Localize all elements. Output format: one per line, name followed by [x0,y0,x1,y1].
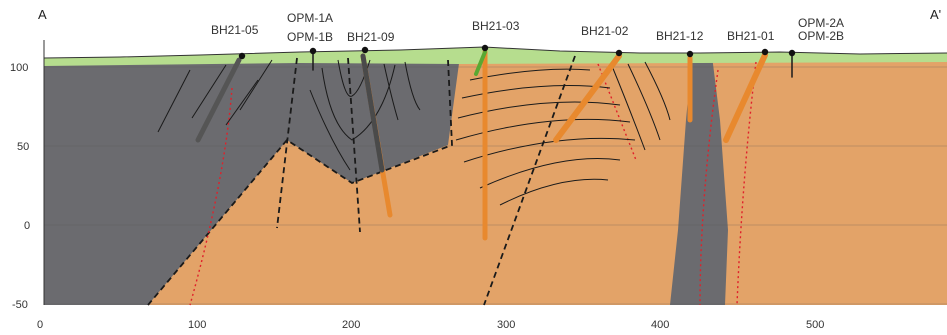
x-tick-label: 200 [342,319,360,331]
dashed-contacts [147,55,576,306]
red-dotted-traces [189,61,757,306]
section-end-label: A' [930,7,941,22]
borehole-label: OPM-1B [287,30,333,44]
borehole-labels: BH21-05 OPM-1A OPM-1B BH21-09 BH21-03 BH… [211,11,844,44]
y-tick-label: -50 [12,299,28,311]
x-tick-label: 400 [651,319,669,331]
borehole-label: OPM-1A [287,11,333,25]
x-tick-label: 300 [497,319,515,331]
borehole-label: OPM-2B [798,29,844,43]
borehole-label: OPM-2A [798,16,844,30]
borehole-traces [195,49,793,241]
x-tick-labels: 0 100 200 300 400 500 [37,319,824,331]
grey-dyke [670,56,728,305]
borehole-label: BH21-03 [472,19,520,33]
elevation-gridlines [44,66,947,305]
borehole-label: BH21-12 [656,29,704,43]
y-tick-label: 0 [24,220,30,232]
y-tick-label: 100 [10,62,28,74]
collar-markers [238,44,796,60]
borehole-label: BH21-02 [581,24,629,38]
fracture-lines-orange [455,61,671,206]
x-tick-label: 100 [188,319,206,331]
y-tick-label: 50 [17,141,29,153]
borehole-label: BH21-09 [347,30,395,44]
y-tick-labels: 100 50 0 -50 [10,62,30,311]
borehole-label: BH21-01 [727,29,775,43]
borehole-label: BH21-05 [211,23,259,37]
x-tick-label: 500 [806,319,824,331]
overburden-layer [44,47,947,66]
section-start-label: A [38,7,47,22]
fracture-lines-grey [157,59,421,171]
x-tick-label: 0 [37,319,43,331]
